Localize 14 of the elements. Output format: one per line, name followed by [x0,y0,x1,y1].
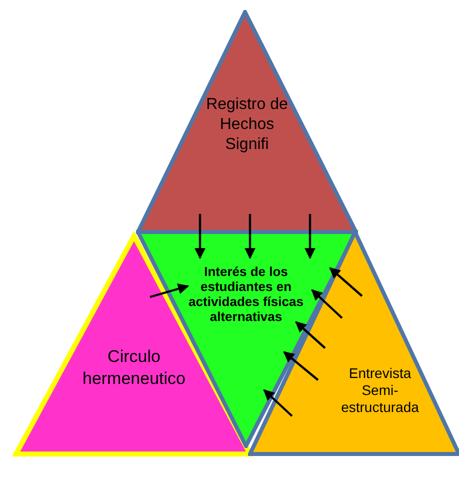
arrow [283,351,319,381]
node-label: Entrevista Semi-estructurada [340,365,420,416]
arrow [244,214,256,260]
arrow [194,214,206,260]
arrow [150,283,190,298]
node-label: Interés de los estudiantes en actividades físicas alternativas [188,264,304,324]
node-label: Registro de Hechos Signifi [205,95,289,155]
arrow [311,289,343,319]
arrow [329,267,363,297]
arrow [263,389,293,417]
node-label: Circulo hermeneutico [81,346,186,390]
top-triangle [136,10,358,234]
arrow [304,214,316,260]
arrow [295,321,326,349]
